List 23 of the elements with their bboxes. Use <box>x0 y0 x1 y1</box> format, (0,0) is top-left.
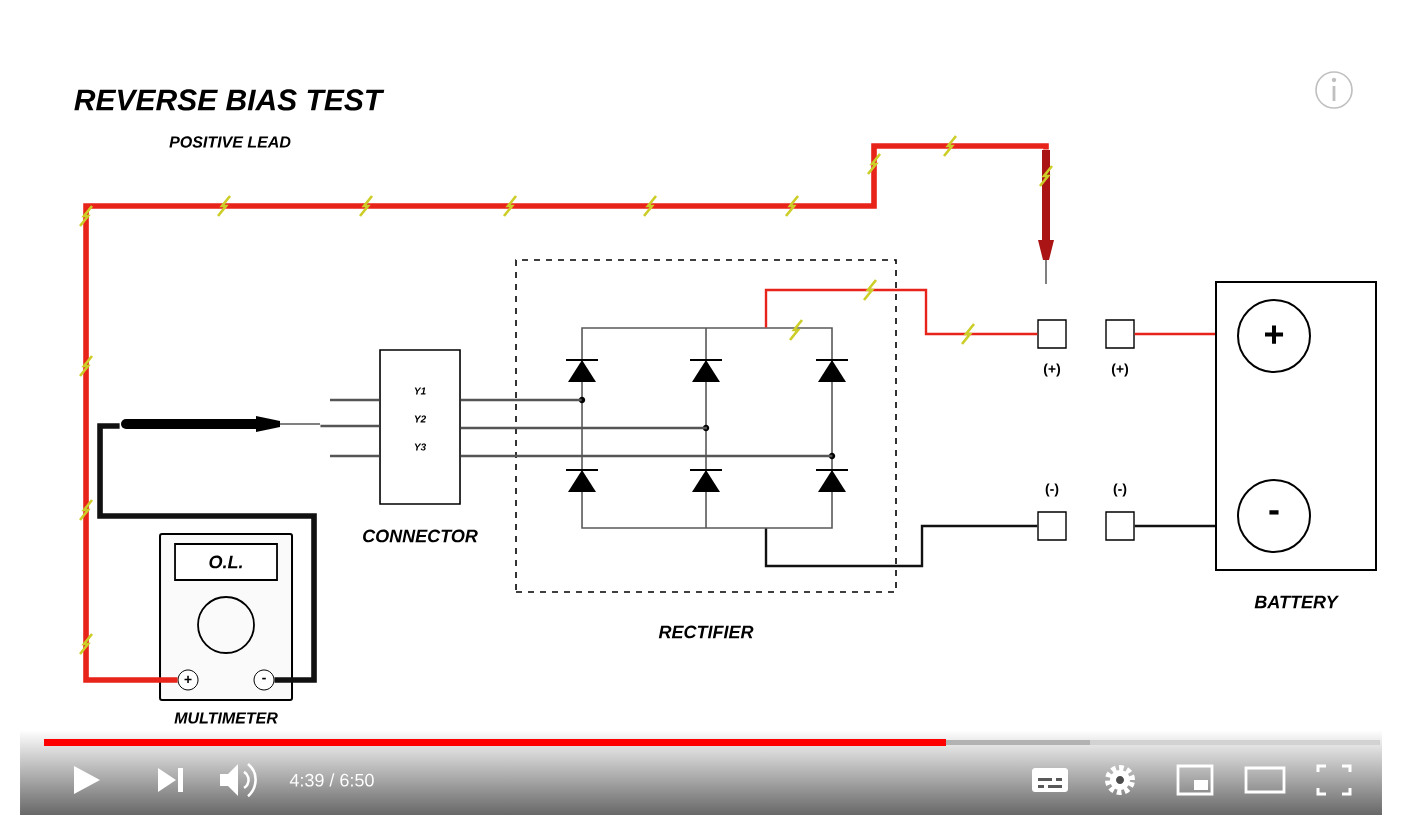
wire <box>460 398 582 402</box>
probe-drawing <box>1038 150 1054 285</box>
wire <box>1134 332 1215 336</box>
wire <box>97 423 317 683</box>
probe-drawing <box>121 416 321 432</box>
title: REVERSE BIAS TEST <box>74 89 385 111</box>
wire <box>320 424 380 428</box>
wire <box>83 143 1049 683</box>
wire <box>764 288 1038 336</box>
wire <box>330 454 380 458</box>
wire <box>460 454 833 458</box>
time-label: 4:39 / 6:50 <box>289 773 374 787</box>
component-label: RECTIFIER <box>658 625 754 639</box>
wire <box>764 524 1038 568</box>
display-screen: O.L. <box>174 543 278 581</box>
component-label: CONNECTOR <box>363 529 478 543</box>
wire <box>1134 524 1215 528</box>
component-label: BATTERY <box>1254 595 1339 609</box>
wire <box>330 398 380 402</box>
device-label: MULTIMETER <box>174 712 278 724</box>
wire <box>460 426 707 430</box>
subtitle: POSITIVE LEAD <box>169 136 291 148</box>
diode-bridge-drawing <box>565 327 849 529</box>
